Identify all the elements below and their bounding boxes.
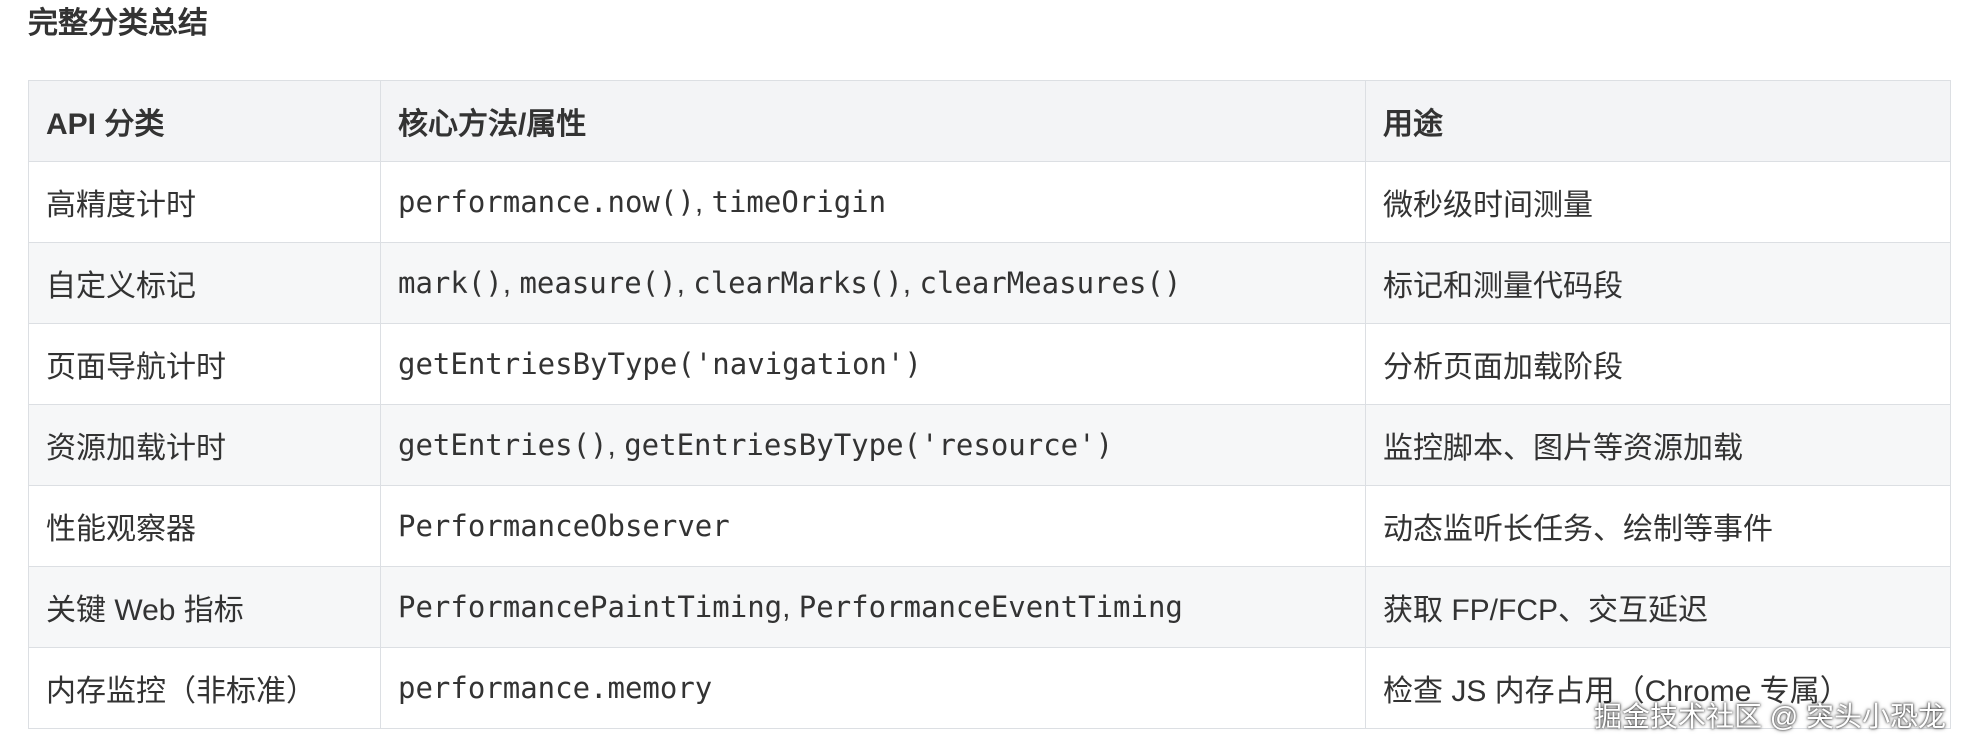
header-methods: 核心方法/属性 — [380, 80, 1366, 162]
method-separator: , — [676, 266, 694, 300]
method-code: performance.memory — [398, 670, 713, 705]
method-separator: , — [902, 266, 920, 300]
method-code: PerformanceObserver — [398, 508, 730, 543]
method-code: clearMeasures() — [919, 265, 1182, 300]
method-code: performance.now() — [398, 184, 695, 219]
cell-purpose: 获取 FP/FCP、交互延迟 — [1365, 566, 1951, 648]
cell-category: 关键 Web 指标 — [28, 566, 381, 648]
table-row: 内存监控（非标准） performance.memory 检查 JS 内存占用（Ch… — [28, 647, 1951, 729]
watermark: 掘金技术社区 @ 突头小恐龙 — [1594, 701, 1946, 732]
method-code: timeOrigin — [711, 184, 887, 219]
method-separator: , — [782, 590, 799, 624]
cell-methods: PerformancePaintTiming, PerformanceEvent… — [380, 566, 1366, 648]
cell-methods: performance.now(), timeOrigin — [380, 161, 1366, 243]
table-row: 页面导航计时 getEntriesByType('navigation') 分析页面… — [28, 323, 1951, 405]
method-code: mark() — [398, 265, 503, 300]
method-separator: , — [502, 266, 520, 300]
cell-methods: getEntriesByType('navigation') — [380, 323, 1366, 405]
cell-category: 资源加载计时 — [28, 404, 381, 486]
cell-category: 自定义标记 — [28, 242, 381, 324]
cell-category: 内存监控（非标准） — [28, 647, 381, 729]
cell-purpose: 动态监听长任务、绘制等事件 — [1365, 485, 1951, 567]
method-code: measure() — [519, 265, 677, 300]
cell-purpose: 监控脚本、图片等资源加载 — [1365, 404, 1951, 486]
table-header-row: API 分类 核心方法/属性 用途 — [28, 80, 1951, 162]
cell-purpose: 分析页面加载阶段 — [1365, 323, 1951, 405]
method-code: getEntriesByType('navigation') — [398, 346, 922, 381]
cell-methods: getEntries(), getEntriesByType('resource… — [380, 404, 1366, 486]
cell-category: 页面导航计时 — [28, 323, 381, 405]
section-title: 完整分类总结 — [28, 7, 208, 40]
header-category: API 分类 — [28, 80, 381, 162]
cell-category: 性能观察器 — [28, 485, 381, 567]
header-purpose: 用途 — [1365, 80, 1951, 162]
table-row: 性能观察器 PerformanceObserver 动态监听长任务、绘制等事件 — [28, 485, 1951, 567]
method-code: getEntries() — [398, 427, 608, 462]
method-code: PerformanceEventTiming — [798, 589, 1183, 624]
cell-purpose: 检查 JS 内存占用（Chrome 专属） — [1365, 647, 1951, 729]
method-separator: , — [607, 428, 625, 462]
cell-methods: PerformanceObserver — [380, 485, 1366, 567]
method-code: getEntriesByType('resource') — [624, 427, 1114, 462]
cell-category: 高精度计时 — [28, 161, 381, 243]
cell-methods: performance.memory — [380, 647, 1366, 729]
method-code: clearMarks() — [693, 265, 903, 300]
cell-purpose: 微秒级时间测量 — [1365, 161, 1951, 243]
method-code: PerformancePaintTiming — [398, 589, 783, 624]
cell-methods: mark(), measure(), clearMarks(), clearMe… — [380, 242, 1366, 324]
method-separator: , — [694, 185, 712, 219]
cell-purpose: 标记和测量代码段 — [1365, 242, 1951, 324]
